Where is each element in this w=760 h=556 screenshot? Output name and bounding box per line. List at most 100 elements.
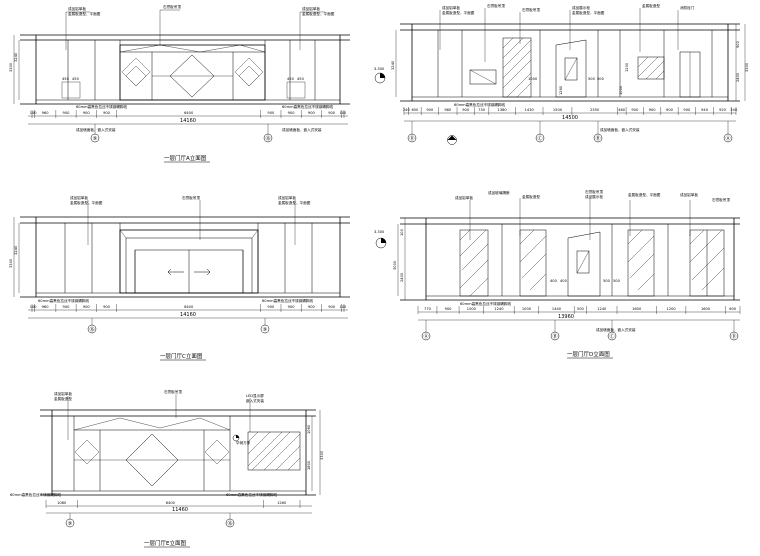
elevation-b-grid-1: Ⓓ [409, 135, 414, 142]
elevation-d-top-note-3: 金属板造型 [522, 194, 540, 199]
dim-value: 900 [103, 111, 111, 115]
elevation-e-right-dim-3: 1800 [307, 460, 311, 470]
elevation-e-grid-1: ⑨ [68, 521, 72, 527]
dim-value: 600 [729, 307, 737, 311]
dim-value: 900 [63, 305, 71, 309]
elevation-e-top-note-2: 石膏板吊顶 [164, 389, 182, 394]
dim-value: 1500 [553, 108, 563, 112]
dim-value: 6400 [184, 305, 194, 309]
dim-value: 1380 [498, 108, 508, 112]
elevation-b-right-dim-2: 2400 [736, 72, 740, 82]
elevation-a-bottom-note-1: 60mm高黑色拉丝不锈钢踢脚线 [76, 104, 128, 109]
elevation-d-left-dim-3: 2400 [400, 272, 404, 282]
elevation-c: 成品铝单板 金属板造型，平面图 石膏板吊顶 成品铝单板 金属板造型，平面图 60… [9, 195, 350, 361]
elevation-c-grid-2: ⑨ [263, 327, 267, 333]
elevation-d-grid-1: Ⓐ [423, 333, 428, 340]
elevation-e-right-dim-1: 3300 [320, 450, 324, 460]
dim-value: 960 [444, 108, 452, 112]
elevation-b-inner-dim-6: 500 [597, 77, 605, 81]
elevation-c-grid-1: ⑯ [89, 326, 94, 333]
hatch-b-2 [637, 56, 665, 80]
dim-value: 900 [267, 305, 275, 309]
elevation-b-top-note-1: 成品铝单板 [442, 5, 460, 10]
dim-value: 2350 [590, 108, 600, 112]
elevation-e-top-note-4: 嵌入式安装 [246, 398, 264, 403]
elevation-d-bottom-note-2: 成品墙面板，嵌入式安装 [596, 327, 636, 332]
elevation-d-level: 3.300 [374, 230, 385, 234]
elevation-e-dim-total: 11460 [172, 507, 188, 513]
dim-value: 1000 [467, 307, 477, 311]
elevation-d-top-note-1: 成品铝单板 [455, 195, 473, 200]
elevation-e-top-note-3: LED显示屏 [246, 394, 264, 398]
elevation-c-title: 一层门厅C立面图 [160, 352, 203, 360]
elevation-a-grid-1: ⑨ [93, 136, 97, 142]
dim-value: 240 [730, 108, 738, 112]
elevation-d-top-note-2: 成品玻璃隔断 [488, 190, 510, 195]
elevation-b-top-note-2: 金属板造型，平面图 [442, 10, 475, 15]
elevation-d-title: 一层门厅D立面图 [567, 350, 610, 358]
elevation-a-inner-dim-4: 450 [297, 77, 305, 81]
elevation-a-top-note-2: 石膏板吊顶 [163, 4, 181, 9]
elevation-b-top-note-8: 消防栓门 [680, 5, 695, 10]
elevation-d-top-note-4: 石膏板吊顶 [585, 189, 603, 194]
elevation-d-grid-2: Ⓑ [552, 333, 557, 340]
elevation-d-left-dim-2: 100 [400, 228, 404, 236]
elevation-a-top-note-1: 成品铝单板 [68, 6, 86, 11]
elevation-e-top-note-1: 成品铝单板 [54, 391, 72, 396]
elevation-d-inner-dim-3: 500 [603, 279, 611, 283]
hatch-e-1 [247, 431, 301, 471]
dim-value: 900 [83, 305, 91, 309]
elevation-d-dim-total: 13960 [558, 314, 574, 320]
elevation-b-inner-dim-4: 1200 [625, 62, 629, 72]
dim-value: 900 [426, 108, 434, 112]
dim-value: 900 [462, 108, 470, 112]
elevation-d-top-note-6: 金属板造型，平面图 [628, 192, 661, 197]
elevation-c-top-note-2: 石膏板吊顶 [182, 195, 200, 200]
elevation-b-grid-2: Ⓒ [537, 135, 542, 142]
elevation-b-grid-4: Ⓐ [725, 135, 730, 142]
elevation-e-top-note-5: 金属板造型 [54, 396, 72, 401]
elevation-a-inner-dim-2: 450 [72, 77, 80, 81]
hatch-d-2 [519, 229, 547, 291]
elevation-a-grid-2: ⑯ [265, 135, 270, 142]
dim-value: 900 [683, 108, 691, 112]
dim-value: 770 [424, 307, 432, 311]
hatch-b-1 [502, 37, 532, 98]
dim-value: 900 [631, 108, 639, 112]
elevation-b-top-note-3: 石膏板吊顶 [487, 3, 505, 8]
dim-value: 500 [577, 307, 585, 311]
elevation-b-bottom-note-1: 60mm高黑色拉丝不锈钢踢脚线 [454, 102, 506, 107]
elevation-d-inner-dim-4: 500 [613, 279, 621, 283]
dim-value: 900 [288, 305, 296, 309]
dim-value: 650 [411, 108, 419, 112]
dim-value: 100 [30, 305, 38, 309]
dim-value: 6400 [184, 111, 194, 115]
elevation-c-bottom-note-2: 60mm高黑色拉丝不锈钢踢脚线 [262, 298, 314, 303]
elevation-e-bottom-note-2: 60mm高黑色拉丝不锈钢踢脚线 [226, 492, 278, 497]
dim-value: 900 [103, 305, 111, 309]
elevation-a-bottom-note-4: 成品墙面板，嵌入式安装 [282, 127, 322, 132]
elevation-c-left-dim-1: 3240 [14, 245, 18, 255]
dim-value: 100 [339, 111, 347, 115]
dim-value: 900 [328, 305, 336, 309]
elevation-d-inner-dim-2: 400 [560, 279, 568, 283]
elevation-a-top-note-1b: 成品铝单板 [302, 6, 320, 11]
elevation-d-top-note-5: 成品展示柜 [585, 194, 603, 199]
elevation-a-left-dim-2: 3300 [9, 62, 13, 72]
elevation-d-bottom-note-1: 60mm高黑色拉丝不锈钢踢脚线 [460, 301, 512, 306]
elevation-a-top-note-4: 金属板造型，平面图 [302, 11, 335, 16]
dim-value: 1430 [525, 108, 535, 112]
dim-value: 900 [267, 111, 275, 115]
elevation-b-grid-3: Ⓑ [595, 135, 600, 142]
elevation-a-inner-dim-1: 450 [62, 77, 70, 81]
elevation-e-title: 一层门厅E立面图 [144, 539, 186, 547]
elevation-b-level: 3.300 [374, 67, 385, 71]
dim-value: 900 [328, 111, 336, 115]
dim-value: 900 [63, 111, 71, 115]
dim-value: 750 [478, 108, 486, 112]
elevation-d: 成品铝单板 成品玻璃隔断 金属板造型 石膏板吊顶 成品展示柜 金属板造型，平面图… [374, 189, 741, 359]
